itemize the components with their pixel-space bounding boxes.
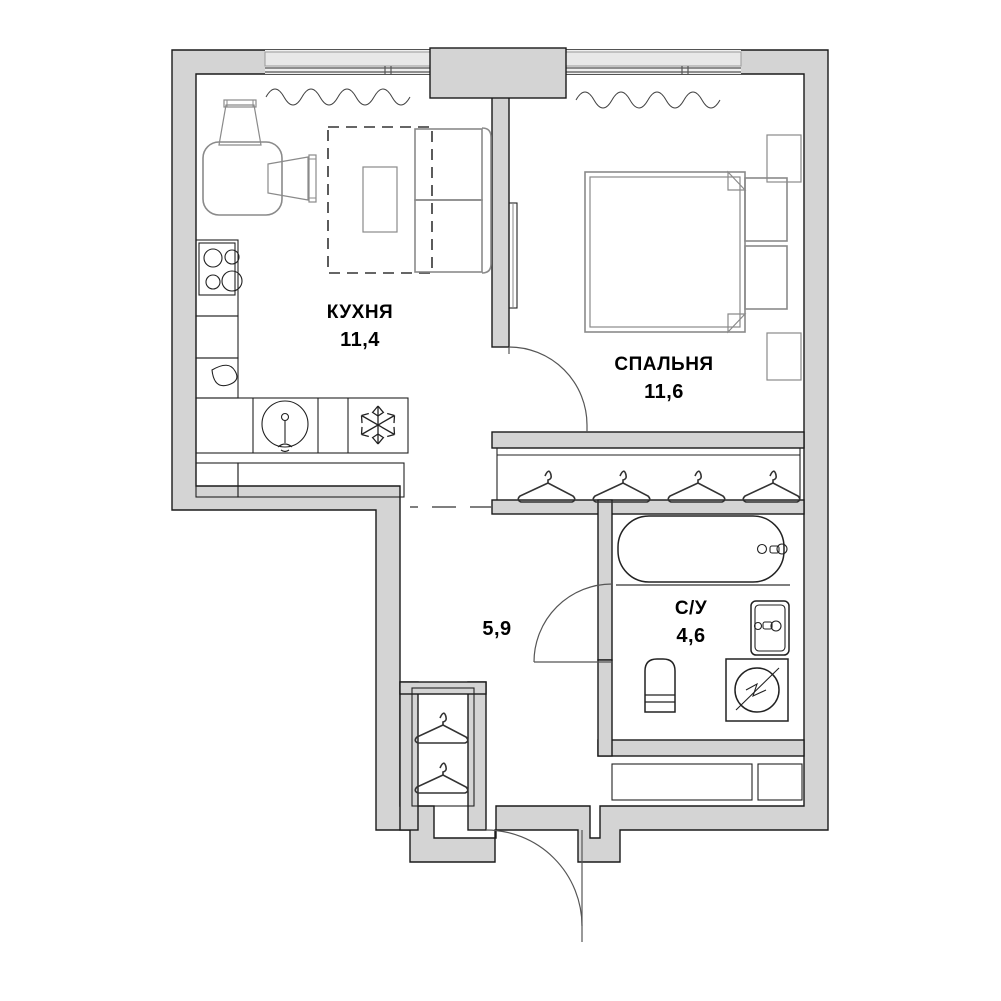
bath-cabinet-small [757,763,803,801]
pillow-upper [744,177,788,242]
wall-bedroom-closet [491,431,805,449]
wardrobe-bedroom-top [766,134,802,183]
balcony-cabinet-long [237,462,405,498]
bedroom-name: СПАЛЬНЯ [614,354,714,375]
walls [171,49,829,863]
counter-upper [195,239,239,317]
radiators [265,88,721,109]
hanger-icon [414,762,469,794]
dining-chair-top [218,104,262,146]
dining-table [202,141,283,216]
wall-hall-bathroom-lower [597,659,613,757]
hanger-icon [592,470,651,503]
counter-drop [195,357,239,399]
wash-basin [750,600,790,656]
tub-faucet [769,543,788,555]
pillow-lower [744,245,788,310]
bath-cabinet-long [611,763,753,801]
basin-faucet [753,620,782,632]
wall-entry-closet-right [467,681,487,831]
hanger-icon [517,470,576,503]
sink-drop-icon [211,364,238,387]
room-label-bedroom: СПАЛЬНЯ 11,6 [564,352,764,406]
bed-corner-upper [727,170,747,191]
hanger-icon [414,712,469,744]
bed-frame [584,171,746,333]
sink-faucet [277,420,293,453]
sofa-cushion-upper [414,128,483,201]
refrigerator-snowflake [360,405,396,445]
hanger-icon [667,470,726,503]
tub-drain [756,543,768,555]
counter-run-bottom [195,397,409,454]
radiator-right [575,91,721,109]
hanger-icon [742,470,801,503]
wall-bathroom-bottom [597,739,805,757]
door-bedroom-arc [508,346,588,426]
kitchen-name: КУХНЯ [326,302,394,323]
bed-corner-lower [727,313,747,334]
toilet [644,658,676,713]
doors [485,346,613,942]
wardrobe-bedroom-bottom [766,332,802,381]
washing-machine [725,658,789,722]
kitchen-sink [261,400,309,448]
room-label-hallway: 5,9 [437,615,557,643]
bedroom-furniture [584,134,802,381]
room-label-kitchen: КУХНЯ 11,4 [260,300,460,354]
sofa-back [481,127,492,274]
wardrobe-entry [411,687,475,807]
cooktop-panel [198,242,236,296]
room-label-bathroom: С/У 4,6 [611,596,771,650]
bed-mattress [589,176,741,328]
door-balcony [508,202,518,309]
counter-mid [195,315,239,359]
bathroom-name: С/У [674,598,708,619]
wall-hall-bathroom [597,499,613,661]
dining-chair-right [267,156,309,201]
wall-kitchen-bedroom [491,71,510,348]
wall-entry-closet-left [399,681,419,831]
windows [264,47,742,99]
bathroom-area: 4,6 [676,625,706,647]
door-entry-arc [485,829,583,927]
bathroom-fixtures [611,515,803,801]
door-bathroom-arc [533,583,613,663]
wardrobe-hall [496,447,801,503]
bedroom-area: 11,6 [644,381,684,403]
bathtub [617,515,785,583]
sofa-cushion-lower [414,199,483,273]
radiator-left [265,88,411,106]
balcony-door-block [429,47,567,99]
kitchen-furniture [195,99,492,498]
kitchen-area: 11,4 [340,329,380,351]
hallway-area: 5,9 [482,618,512,640]
coffee-table [362,166,398,233]
